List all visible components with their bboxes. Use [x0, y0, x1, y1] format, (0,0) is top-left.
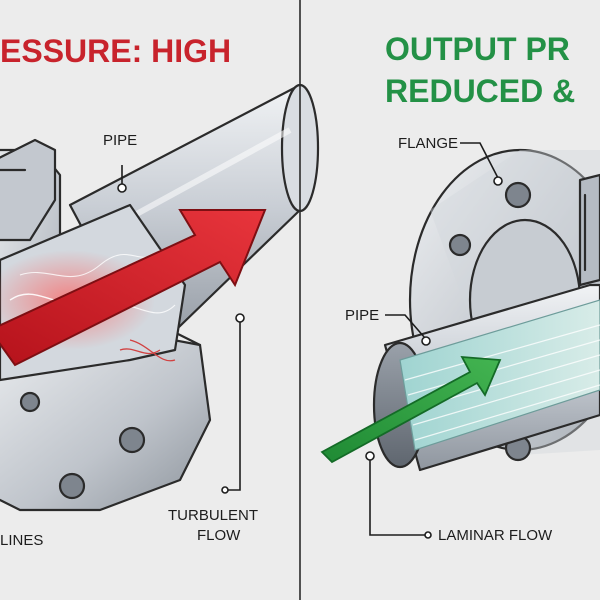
right-pipe-leader [385, 314, 426, 339]
left-partial-label: LINES [0, 532, 43, 549]
right-panel: OUTPUT PR REDUCED & FLANGE PIPE LAMINAR … [320, 31, 600, 544]
turbulent-label-line2: FLOW [197, 527, 241, 544]
turbulent-leader [225, 318, 241, 491]
laminar-end-dot [424, 531, 432, 539]
laminar-leader [369, 458, 425, 536]
left-pipe-label: PIPE [103, 132, 137, 149]
flange-label: FLANGE [398, 135, 458, 152]
left-flange [0, 138, 212, 512]
turbulent-label-line1: TURBULENT [168, 507, 258, 524]
right-green-arrow [320, 355, 502, 464]
right-header-line2: REDUCED & [385, 73, 575, 109]
laminar-dot [365, 451, 375, 461]
laminar-label: LAMINAR FLOW [438, 527, 553, 544]
right-header-line1: OUTPUT PR [385, 31, 570, 67]
flange-dot [493, 176, 503, 186]
left-red-arrow [0, 209, 267, 367]
right-pipe-dot [421, 336, 431, 346]
turbulent-end-dot [221, 486, 229, 494]
turbulent-dot [235, 313, 245, 323]
left-header: ESSURE: HIGH [0, 33, 231, 69]
right-pipe-label: PIPE [345, 307, 379, 324]
left-pipe-dot [117, 183, 127, 193]
flange-leader [460, 142, 499, 179]
